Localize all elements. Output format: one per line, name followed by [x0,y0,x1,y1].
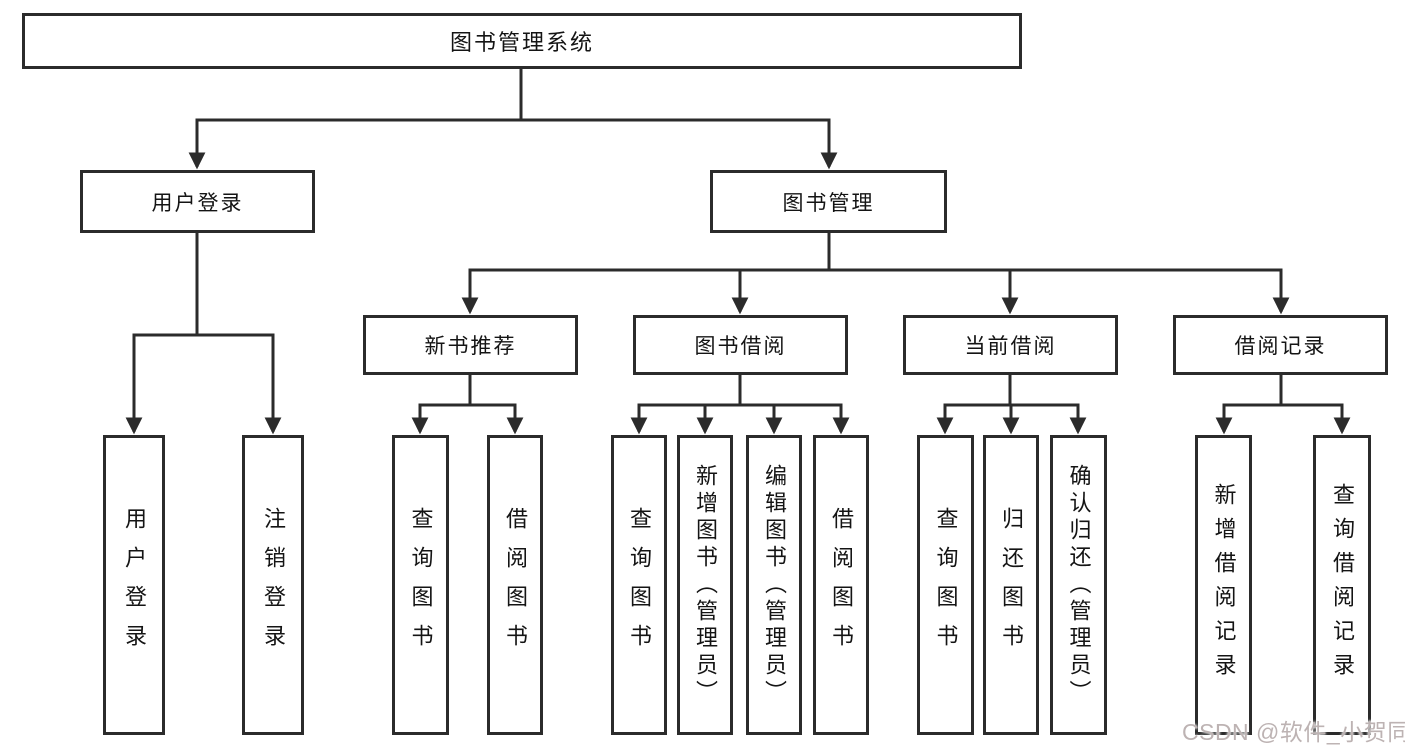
node-current-borrowing-label: 当前借阅 [964,335,1057,358]
leaf-bb-add-books-admin: 新增图书（管理员） [677,435,733,735]
node-user-login-label: 用户登录 [151,191,244,215]
node-book-borrowing-label: 图书借阅 [694,335,787,358]
node-new-book-recommend-label: 新书推荐 [424,335,517,358]
leaf-nbr-query-books-label: 查询图书 [408,507,434,663]
leaf-br-add-record: 新增借阅记录 [1195,435,1252,735]
leaf-cb-return-books-label: 归还图书 [999,507,1024,663]
leaf-br-add-record-label: 新增借阅记录 [1211,483,1237,687]
leaf-user-login-label: 用户登录 [122,507,147,663]
node-book-borrowing: 图书借阅 [633,315,848,375]
leaf-cb-confirm-return-admin-label: 确认归还（管理员） [1066,463,1092,707]
csdn-watermark: CSDN @软件_小贺同学 [1182,719,1405,745]
leaf-bb-edit-books-admin: 编辑图书（管理员） [746,435,802,735]
leaf-nbr-borrow-books: 借阅图书 [487,435,543,735]
node-borrowing-records-label: 借阅记录 [1234,335,1327,358]
leaf-cb-query-books-label: 查询图书 [933,507,959,663]
node-user-login: 用户登录 [80,170,315,233]
node-new-book-recommend: 新书推荐 [363,315,578,375]
leaf-bb-borrow-books-label: 借阅图书 [829,507,854,663]
leaf-bb-query-books: 查询图书 [611,435,667,735]
leaf-bb-borrow-books: 借阅图书 [813,435,869,735]
leaf-nbr-borrow-books-label: 借阅图书 [503,507,528,663]
leaf-nbr-query-books: 查询图书 [392,435,449,735]
leaf-cb-query-books: 查询图书 [917,435,974,735]
leaf-bb-query-books-label: 查询图书 [627,507,652,663]
leaf-br-query-record: 查询借阅记录 [1313,435,1371,735]
node-borrowing-records: 借阅记录 [1173,315,1388,375]
leaf-logout-label: 注销登录 [261,507,286,663]
node-root: 图书管理系统 [22,13,1022,69]
leaf-cb-return-books: 归还图书 [983,435,1039,735]
leaf-logout: 注销登录 [242,435,304,735]
node-book-management-label: 图书管理 [782,191,875,215]
leaf-cb-confirm-return-admin: 确认归还（管理员） [1050,435,1107,735]
leaf-bb-edit-books-admin-label: 编辑图书（管理员） [762,463,787,707]
leaf-user-login: 用户登录 [103,435,165,735]
node-root-label: 图书管理系统 [449,30,594,55]
leaf-bb-add-books-admin-label: 新增图书（管理员） [693,463,718,707]
node-book-management: 图书管理 [710,170,947,233]
node-current-borrowing: 当前借阅 [903,315,1118,375]
leaf-br-query-record-label: 查询借阅记录 [1330,483,1355,687]
